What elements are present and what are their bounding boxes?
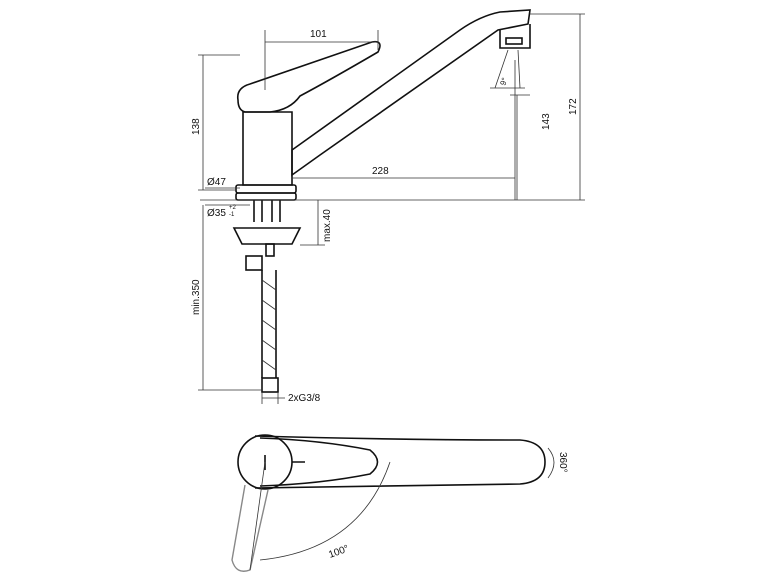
dim-172: 172 [568, 98, 579, 115]
dimension-lines [198, 13, 585, 404]
dim-228: 228 [372, 166, 389, 177]
dim-min-350: min.350 [191, 279, 202, 315]
dim-lever-rotation: 100° [327, 543, 350, 560]
dim-hole-tol-minus: -1 [229, 212, 235, 218]
dim-hole-diameter: Ø35 [207, 208, 226, 219]
faucet-top-view [231, 434, 555, 572]
dim-143: 143 [541, 113, 552, 130]
dim-connection: 2xG3/8 [288, 393, 321, 404]
dim-max-40: max.40 [322, 209, 333, 242]
faucet-side-view [232, 9, 531, 393]
dim-spout-rotation: 360° [557, 452, 568, 473]
dim-jet-angle: 9° [498, 76, 509, 86]
dim-base-diameter: Ø47 [207, 177, 226, 188]
dim-hole-tol-plus: +2 [229, 205, 237, 211]
dim-138: 138 [191, 118, 202, 135]
dim-101: 101 [310, 29, 327, 40]
